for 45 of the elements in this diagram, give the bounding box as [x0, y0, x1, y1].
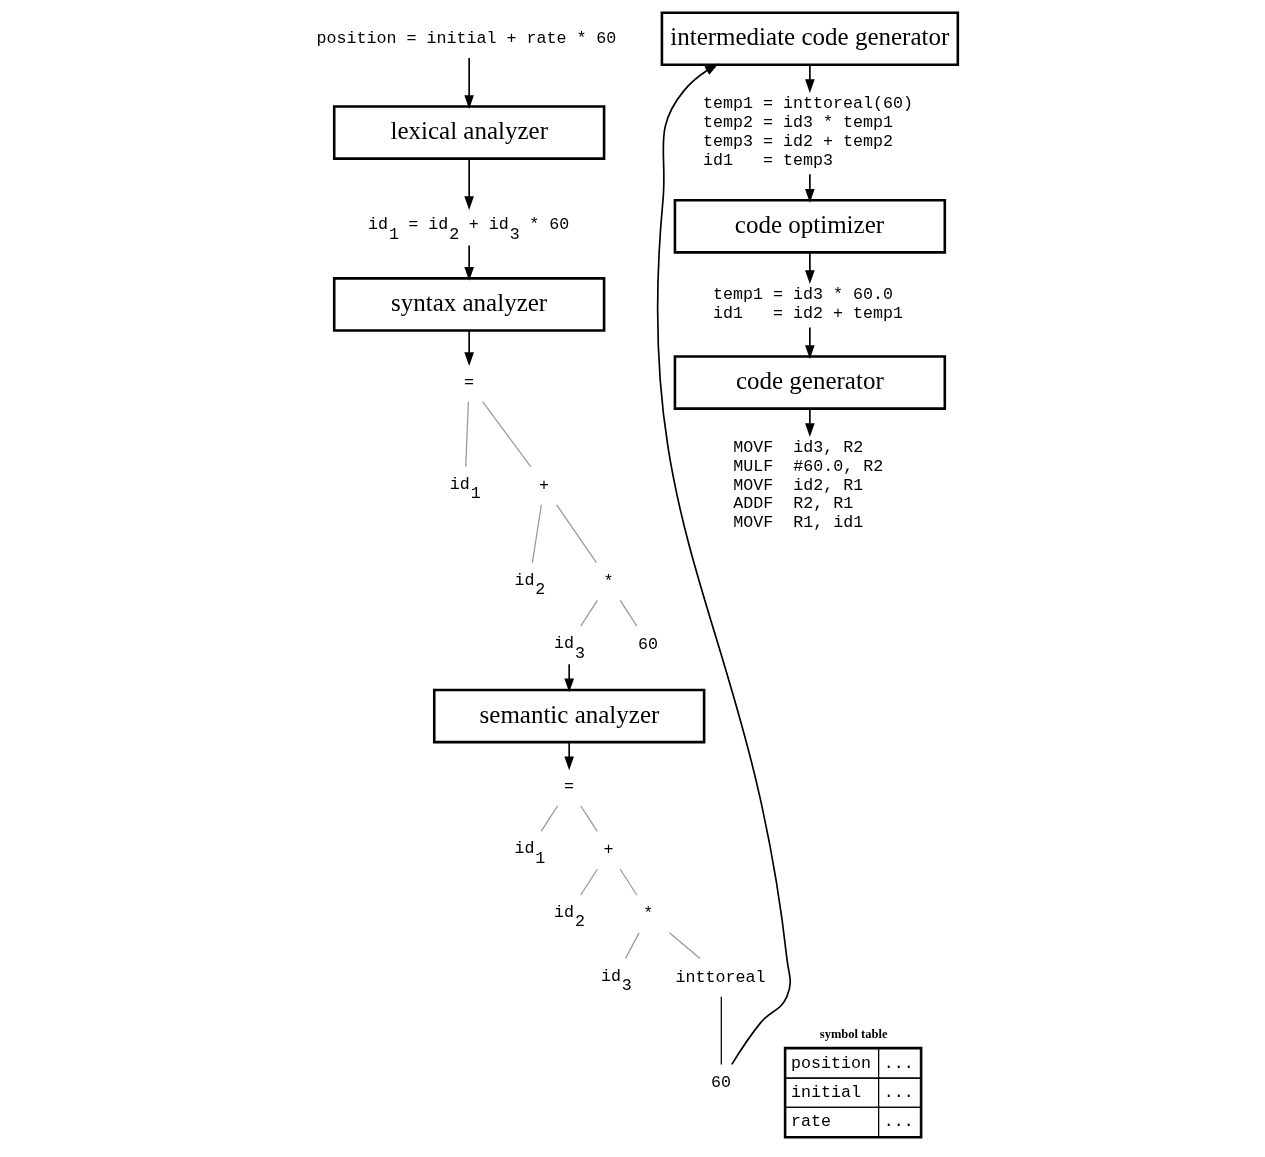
connector: [481, 401, 531, 468]
arrow: [656, 63, 791, 1066]
node-text: position = initial + rate * 60: [316, 28, 616, 48]
node-text: *: [642, 903, 653, 923]
node-text: 60: [710, 1073, 731, 1093]
connector: [624, 932, 640, 960]
arrow: [804, 326, 815, 359]
node-text: *: [603, 571, 614, 591]
arrow: [804, 64, 815, 94]
arrow: [463, 330, 474, 367]
connector: [531, 504, 542, 564]
connector: [668, 932, 701, 960]
arrow: [463, 244, 474, 281]
node-label: symbol table: [819, 1027, 887, 1042]
connector: [720, 996, 722, 1066]
arrow: [804, 173, 815, 203]
node-box: semantic analyzer: [432, 688, 705, 744]
node-text: =: [563, 776, 574, 796]
node-text: temp1 = inttoreal(60) temp2 = id3 * temp1 temp3 = id2 + temp2 id1 = temp3: [702, 94, 913, 170]
arrow: [804, 408, 815, 437]
node-box: code generator: [673, 355, 946, 410]
node-text: +: [538, 475, 549, 495]
connector: [579, 599, 598, 627]
connector: [464, 401, 469, 468]
connector: [579, 868, 598, 896]
node-box: intermediate code generator: [660, 11, 959, 67]
node-text: inttoreal: [674, 967, 765, 987]
connector: [579, 805, 598, 833]
connector: [619, 868, 637, 896]
node-box: code optimizer: [673, 198, 946, 254]
node-text: =: [463, 372, 474, 392]
connector: [555, 504, 597, 564]
arrow: [463, 57, 474, 109]
node-box: lexical analyzer: [332, 105, 605, 160]
node-text: +: [603, 840, 614, 860]
arrow: [563, 741, 574, 771]
arrow: [463, 157, 474, 211]
node-box: syntax analyzer: [332, 277, 605, 332]
connector: [619, 599, 637, 627]
arrow: [563, 663, 574, 693]
arrow: [804, 251, 815, 285]
node-text: MOVF id3, R2 MULF #60.0, R2 MOVF id2, R1 ADDF R2, R1 MOVF R1, id1: [732, 438, 883, 533]
node-text: temp1 = id3 * 60.0 id1 = id2 + temp1: [712, 285, 903, 323]
node-text: 60: [637, 635, 658, 655]
connector: [540, 805, 558, 833]
